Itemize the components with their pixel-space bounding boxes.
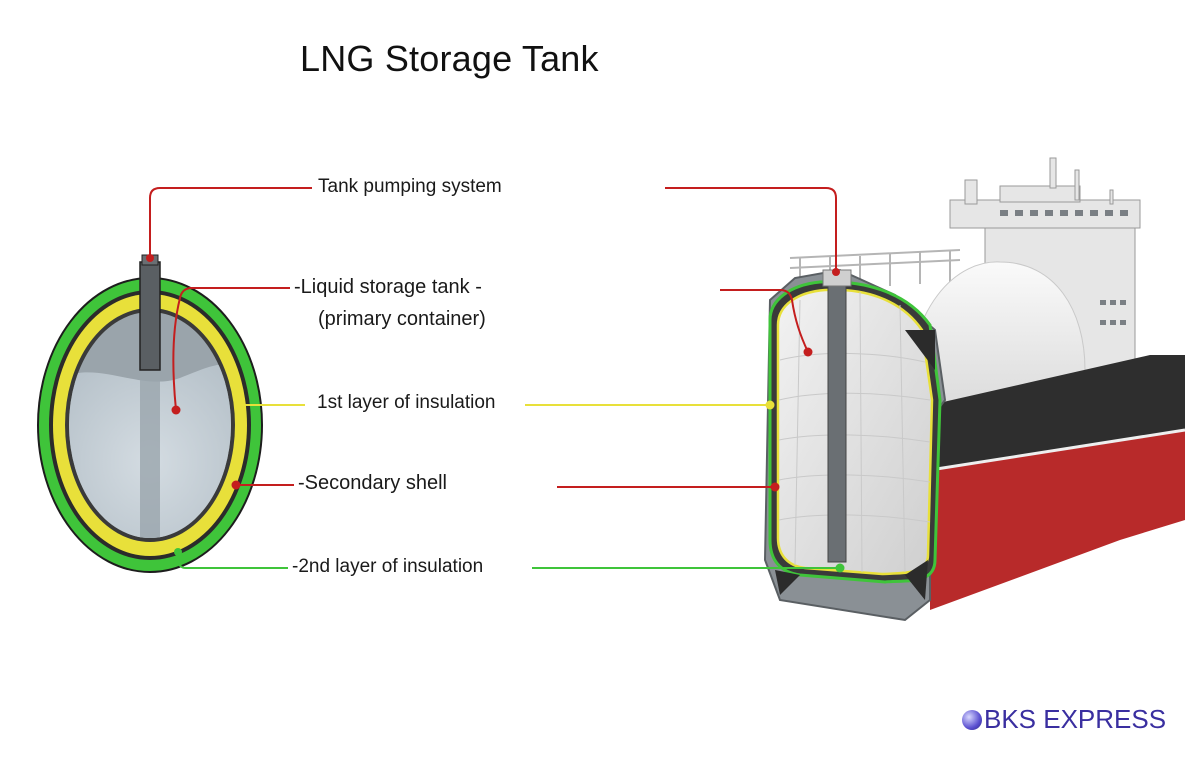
label-tank-pumping-system: Tank pumping system [314,176,506,198]
ship-pump-tower [827,281,847,563]
ship-first-insulation [776,288,934,576]
brand-name: BKS EXPRESS [984,704,1167,734]
hull-dark [930,355,1185,470]
hull-red [930,430,1185,610]
ship-cutaway [763,157,1186,622]
leader-ins2-left [177,552,290,569]
tank-cross-section [37,254,263,573]
leader-pumping-left [149,187,312,258]
label-primary-container: (primary container) [314,308,490,331]
inner-tank-panels [778,291,931,573]
leader-liquid-right [720,289,809,353]
bridge-windows [1000,210,1128,325]
leader-dots [146,254,845,573]
label-liquid-storage-tank: -Liquid storage tank - [290,276,486,299]
brand-logo-icon [962,709,982,730]
label-secondary-shell: -Secondary shell [294,472,451,495]
label-first-insulation: 1st layer of insulation [313,392,500,414]
label-second-insulation: -2nd layer of insulation [288,556,488,578]
page-title: LNG Storage Tank [300,38,599,79]
leader-lines [149,187,840,569]
pump-tower [139,261,161,371]
leader-liquid-left [172,287,292,411]
hull-white-line [929,428,1186,472]
brand-watermark: BKS EXPRESS [962,704,1166,735]
corner-gusset [775,570,800,595]
leader-pumping-right [665,187,837,272]
